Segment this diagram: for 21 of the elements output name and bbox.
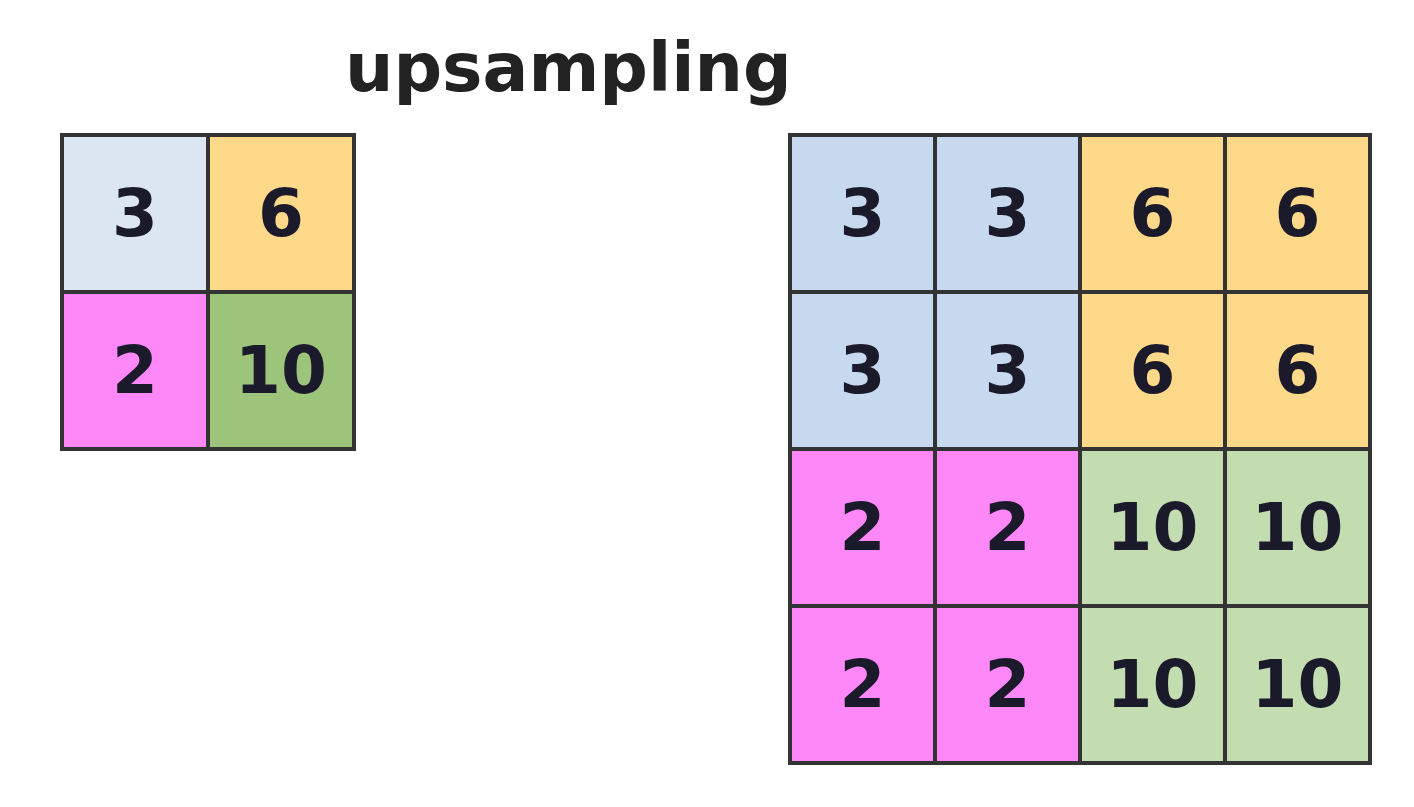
grid-cell: 10	[1225, 606, 1370, 763]
grid-cell: 10	[1080, 449, 1225, 606]
grid-cell: 10	[208, 292, 354, 449]
grid-cell: 3	[62, 135, 208, 292]
grid-cell: 2	[935, 449, 1080, 606]
grid-cell: 6	[1080, 135, 1225, 292]
grid-cell: 2	[790, 606, 935, 763]
grid-cell: 3	[935, 135, 1080, 292]
grid-cell: 3	[790, 135, 935, 292]
grid-cell: 3	[935, 292, 1080, 449]
grid-cell: 2	[935, 606, 1080, 763]
grid-cell: 6	[1080, 292, 1225, 449]
diagram-title: upsampling	[345, 28, 792, 107]
grid-cell: 2	[790, 449, 935, 606]
grid-cell: 6	[1225, 135, 1370, 292]
grid-cell: 6	[208, 135, 354, 292]
grid-cell: 2	[62, 292, 208, 449]
grid-cell: 10	[1225, 449, 1370, 606]
grid-cell: 3	[790, 292, 935, 449]
grid-cell: 6	[1225, 292, 1370, 449]
grid-cell: 10	[1080, 606, 1225, 763]
